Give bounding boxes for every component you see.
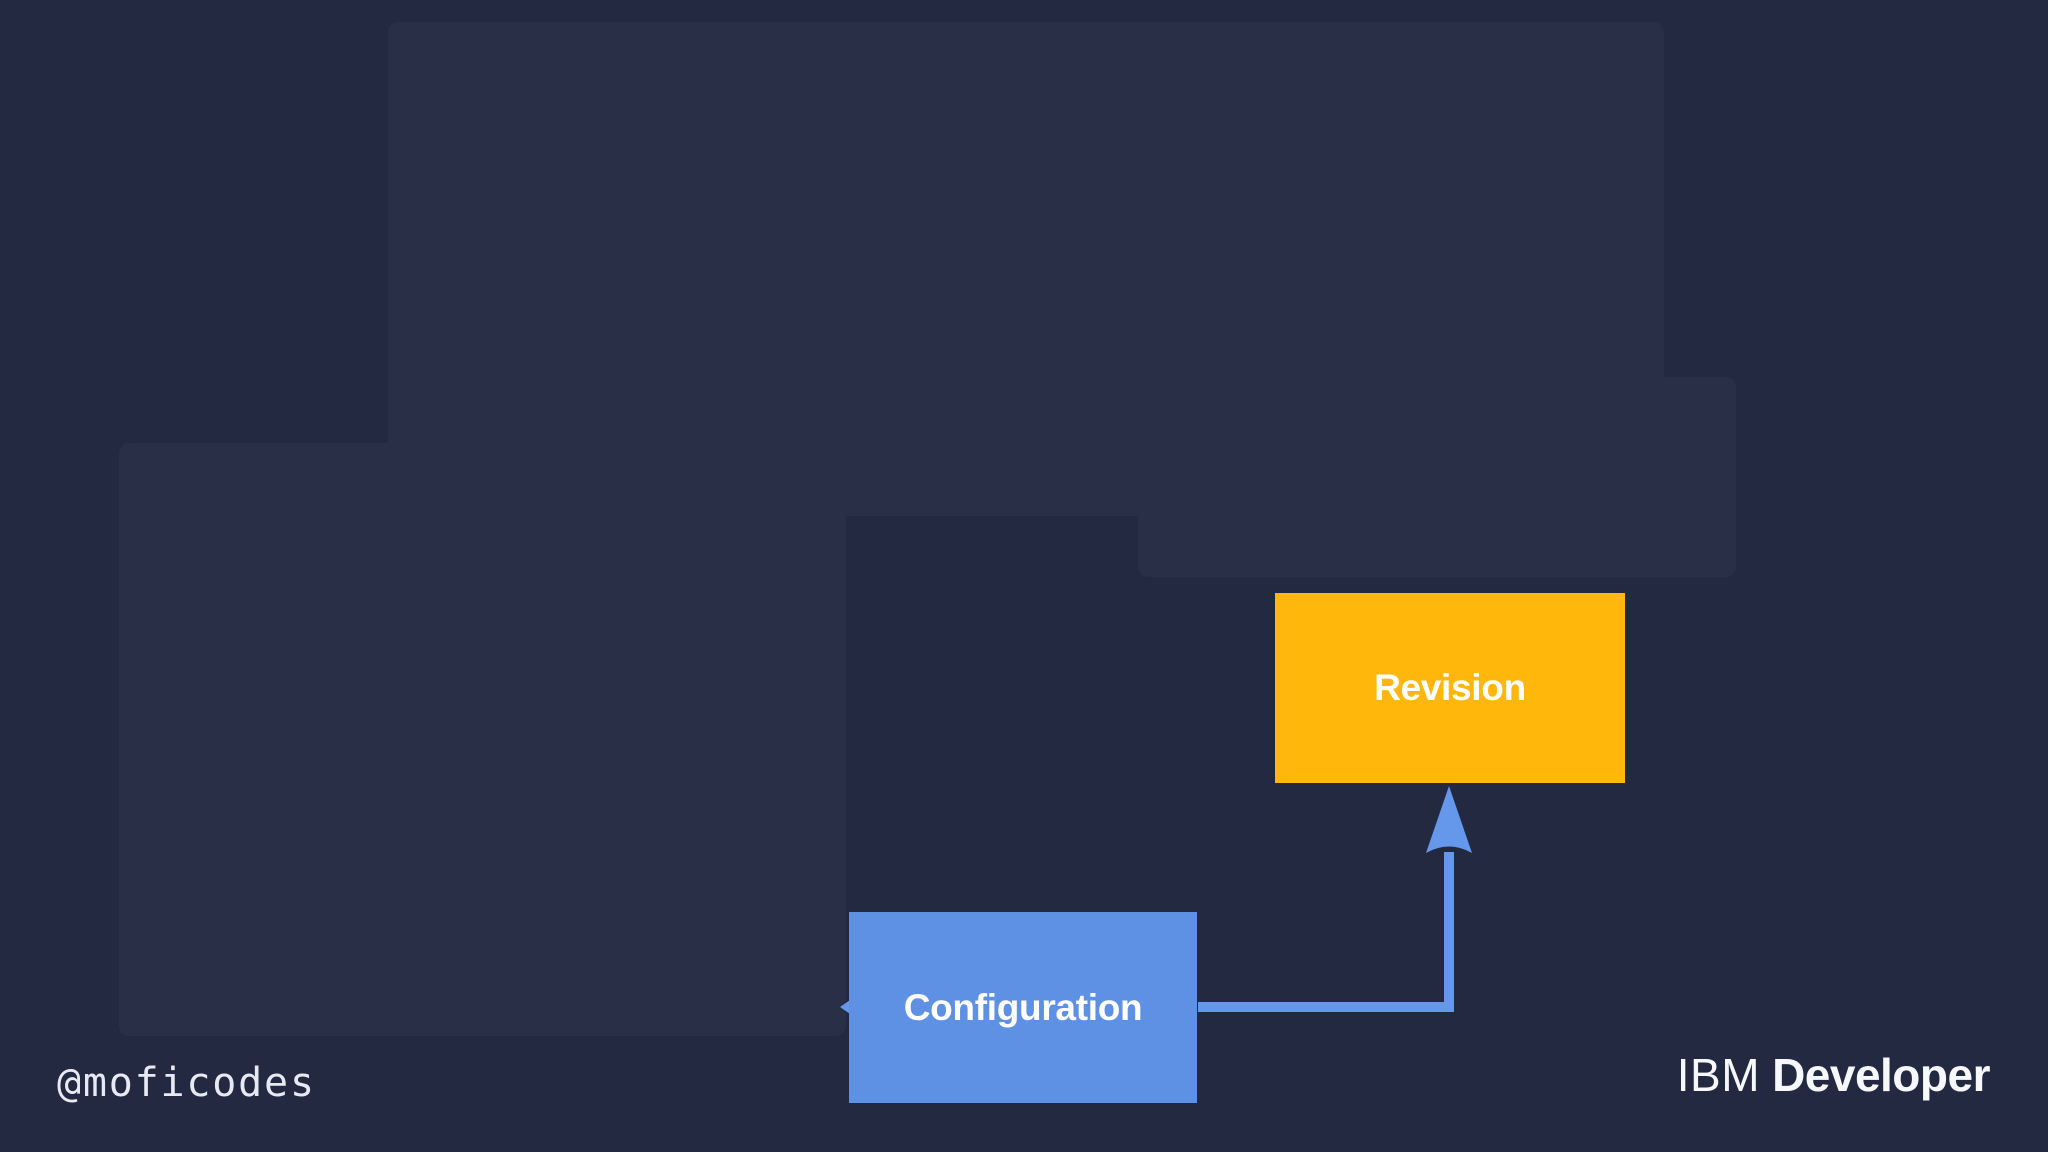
- brand-developer: Developer: [1772, 1049, 1990, 1101]
- background-panel-left: [119, 443, 846, 1036]
- node-revision-label: Revision: [1374, 667, 1526, 708]
- brand-ibm: IBM: [1676, 1049, 1761, 1101]
- edge-configuration-to-revision-arrowhead-icon: [1426, 786, 1472, 853]
- footer-handle: @moficodes: [57, 1060, 316, 1106]
- node-configuration-label: Configuration: [903, 986, 1143, 1028]
- node-configuration: Configuration: [849, 912, 1197, 1103]
- background-panel-top-right: [1138, 377, 1736, 577]
- node-revision: Revision: [1275, 593, 1625, 783]
- brand-logo: IBM Developer: [1676, 1049, 1991, 1101]
- edge-configuration-to-revision-line: [1198, 852, 1454, 1012]
